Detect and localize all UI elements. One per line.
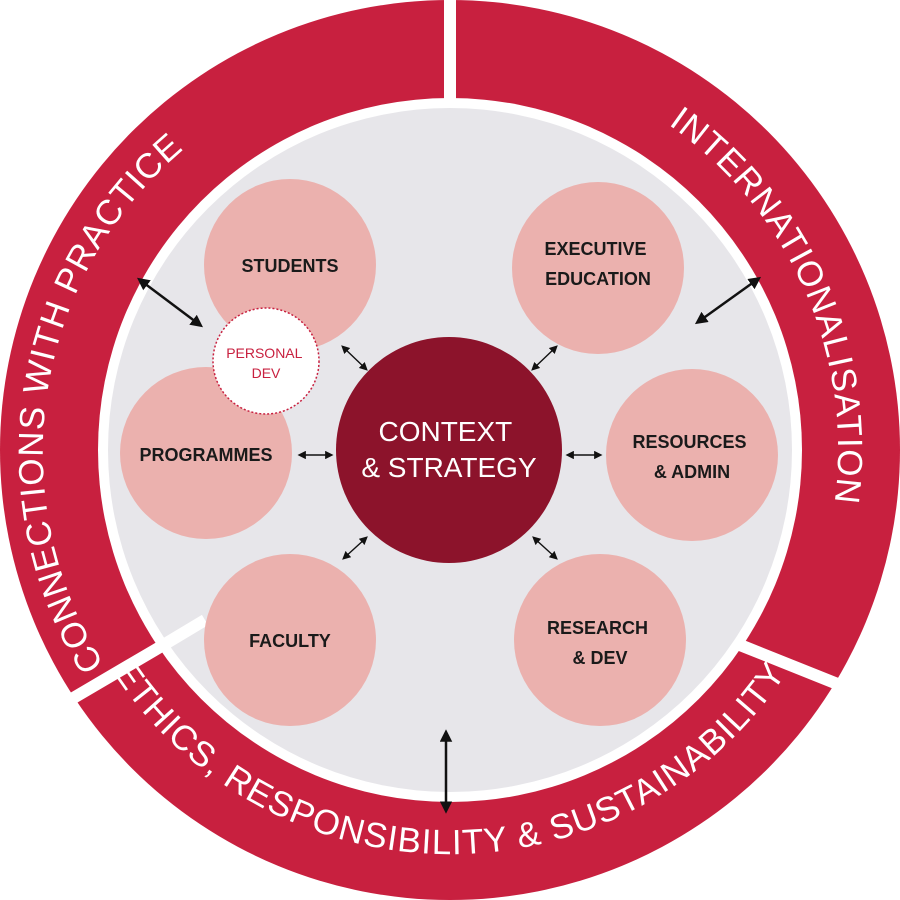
node-personal-dev [212,307,320,415]
node-faculty [204,554,376,726]
arrow-faculty-center [342,536,368,560]
label-programmes: PROGRAMMES [139,445,272,465]
label-research-line1: RESEARCH [547,618,648,638]
node-research [514,554,686,726]
label-research-line2: & DEV [572,648,627,668]
ring-gap-left [6,614,209,745]
label-resources-line2: & ADMIN [654,462,730,482]
label-executive-line2: EDUCATION [545,269,651,289]
node-executive [512,182,684,354]
node-students [204,179,376,351]
label-resources-line1: RESOURCES [632,432,746,452]
label-faculty: FACULTY [249,631,331,651]
node-resources [606,369,778,541]
label-resources: RESOURCES & ADMIN [632,432,751,482]
label-personal-dev: PERSONAL DEV [226,345,306,381]
arrow-research-center [532,536,558,560]
arrow-students-center [341,345,368,371]
ring-gap-right [737,639,900,715]
label-students: STUDENTS [241,256,338,276]
node-center [336,337,562,563]
label-personal-dev-line1: PERSONAL [226,345,302,361]
label-center-line2: & STRATEGY [361,452,537,483]
arrow-connections [137,277,203,328]
label-executive: EXECUTIVE EDUCATION [544,239,651,289]
label-research: RESEARCH & DEV [547,618,653,668]
arrow-internationalisation [694,276,762,325]
label-executive-line1: EXECUTIVE [544,239,646,259]
arrow-executive-center [531,345,558,371]
label-personal-dev-line2: DEV [252,365,281,381]
label-center-line1: CONTEXT [378,416,512,447]
label-center: CONTEXT & STRATEGY [361,416,537,483]
